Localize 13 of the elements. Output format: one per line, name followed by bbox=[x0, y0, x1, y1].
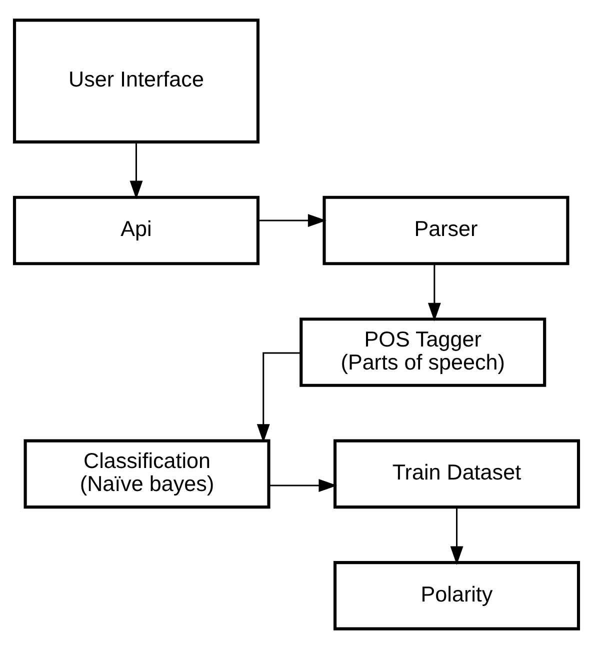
node-box: Parser bbox=[322, 195, 570, 265]
node-box: POS Tagger (Parts of speech) bbox=[300, 317, 546, 386]
node-box: Api bbox=[12, 195, 260, 265]
node-box: Polarity bbox=[333, 560, 580, 630]
node-box: Classification (Naïve bayes) bbox=[24, 438, 270, 508]
node-box: User Interface bbox=[12, 18, 260, 143]
arrow bbox=[269, 478, 338, 492]
arrow bbox=[256, 352, 301, 442]
arrow bbox=[130, 142, 143, 199]
node-box: Train Dataset bbox=[333, 438, 580, 508]
arrow bbox=[450, 506, 464, 564]
arrow bbox=[258, 214, 326, 226]
arrow bbox=[428, 263, 441, 321]
